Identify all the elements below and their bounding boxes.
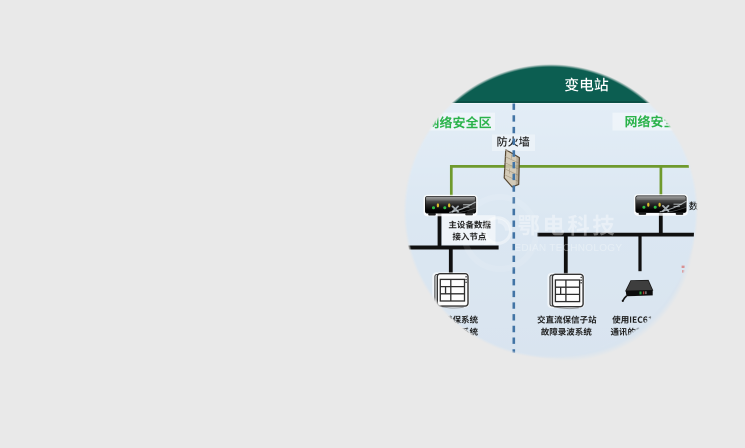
svg-text:EDIAN TECHNOLOGY: EDIAN TECHNOLOGY (514, 243, 622, 254)
